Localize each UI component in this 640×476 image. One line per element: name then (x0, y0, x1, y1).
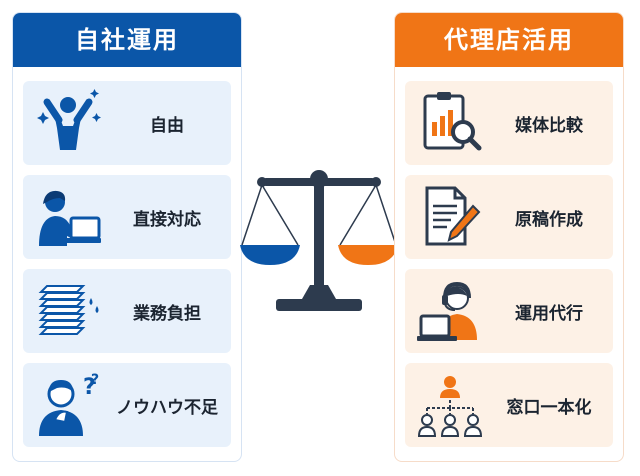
card-single-contact: 窓口一本化 (405, 363, 613, 447)
card-operation-service: 運用代行 (405, 269, 613, 353)
card-copywriting: 原稿作成 (405, 175, 613, 259)
card-lack-of-knowhow: ? ? ノウハウ不足 (23, 363, 231, 447)
self-operation-panel: 自社運用 自由 直接対応 (12, 12, 242, 462)
card-copywriting-label: 原稿作成 (515, 209, 583, 230)
left-pan (240, 245, 300, 265)
right-pan (338, 245, 398, 265)
card-media-comparison: 媒体比較 (405, 81, 613, 165)
report-magnifier-icon (423, 92, 482, 151)
paper-stack-icon (38, 285, 99, 335)
person-at-laptop-icon (39, 190, 101, 246)
card-workload: 業務負担 (23, 269, 231, 353)
person-thinking-icon: ? ? (39, 372, 99, 436)
card-freedom-label: 自由 (150, 115, 184, 136)
card-freedom: 自由 (23, 81, 231, 165)
agency-title: 代理店活用 (395, 13, 623, 67)
agency-panel: 代理店活用 媒体比較 原稿作成 (394, 12, 624, 462)
operator-headset-icon (417, 281, 477, 341)
svg-text:?: ? (91, 372, 99, 388)
card-single-contact-label: 窓口一本化 (506, 397, 592, 418)
balance-scale-icon (240, 170, 398, 311)
card-workload-label: 業務負担 (133, 303, 201, 324)
card-media-comparison-label: 媒体比較 (515, 115, 583, 136)
card-direct-response-label: 直接対応 (133, 209, 201, 230)
card-operation-service-label: 運用代行 (515, 303, 583, 324)
self-operation-title: 自社運用 (13, 13, 241, 67)
svg-text:?: ? (83, 375, 96, 400)
person-raising-arms-icon (37, 89, 101, 150)
team-hierarchy-icon (417, 376, 483, 437)
card-lack-of-knowhow-label: ノウハウ不足 (116, 397, 218, 418)
card-direct-response: 直接対応 (23, 175, 231, 259)
document-pen-icon (425, 186, 481, 246)
